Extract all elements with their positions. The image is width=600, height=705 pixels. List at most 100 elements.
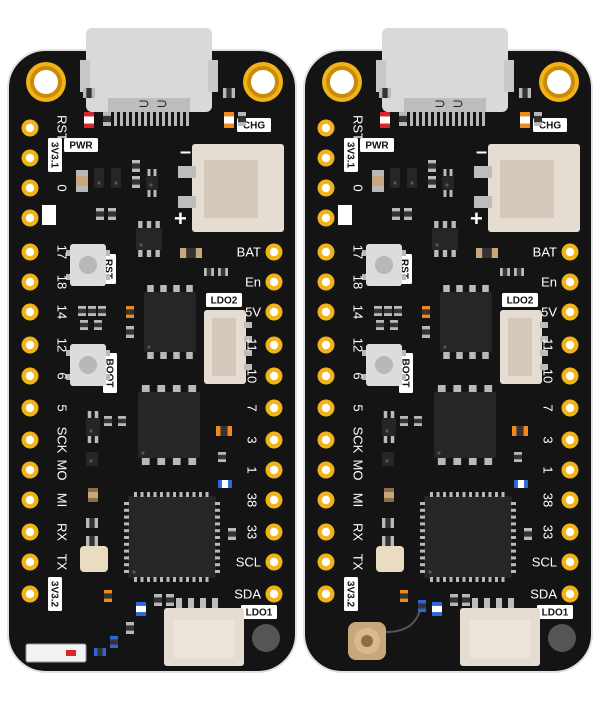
smd-cap (104, 423, 112, 426)
smd-body (376, 320, 384, 330)
smd-cap (390, 536, 394, 546)
usb-tab (504, 60, 514, 92)
smd-cap (428, 176, 436, 180)
smd-body (86, 536, 98, 546)
pad-hole (321, 123, 331, 133)
smd-cap (534, 112, 542, 116)
right-header-pad (561, 367, 579, 385)
resistor (514, 452, 522, 462)
ic-body (94, 168, 104, 188)
tag-3v3-2: 3V3.2 (344, 577, 358, 611)
ic-dot (89, 429, 93, 433)
ic-pin (94, 411, 99, 419)
mcu-pin (173, 577, 176, 582)
right-header-pad (265, 491, 283, 509)
right-header-pad (265, 367, 283, 385)
capacitor (76, 170, 88, 192)
mcu-pin (173, 492, 176, 497)
conn-pin (540, 336, 548, 342)
jst-pin (474, 166, 492, 178)
ic-pin (172, 457, 181, 465)
smd-body (86, 518, 98, 528)
tag-text: 3V3.1 (344, 142, 355, 169)
ic-dot (114, 181, 118, 185)
diode (390, 168, 400, 188)
resistor (450, 594, 458, 606)
conn-pin (496, 598, 502, 608)
pad-hole (269, 371, 279, 381)
usb-pin (186, 112, 189, 126)
right-pin-label: 11 (541, 338, 556, 352)
smd-body (94, 648, 106, 656)
smd-cap (384, 306, 392, 309)
left-header-pad (21, 179, 39, 197)
mcu-pin (449, 577, 453, 582)
smd-body (84, 112, 94, 128)
pad-hole (565, 435, 575, 445)
resistor (83, 88, 95, 98)
ic-dot (147, 345, 151, 349)
crystal (80, 546, 108, 572)
resistor (400, 590, 408, 602)
mcu-pin (215, 536, 220, 539)
ic-dot (139, 243, 143, 247)
resistor (524, 528, 532, 540)
ldo2-chip (440, 285, 492, 359)
ic-pin (437, 385, 446, 393)
pad-hole (321, 589, 331, 599)
smd-body (400, 416, 408, 426)
mcu-pin (501, 492, 505, 497)
smd-body (399, 112, 407, 126)
led-pwr (380, 112, 390, 128)
mcu-pin (511, 570, 516, 573)
antenna-body (25, 643, 87, 663)
smd-body (78, 306, 86, 316)
smd-cap (384, 498, 394, 502)
right-pin-label: SCL (236, 555, 261, 570)
pad-hole (321, 557, 331, 567)
ic-dot (89, 459, 93, 463)
ic-body (434, 392, 496, 458)
smd-cap (218, 452, 226, 455)
smd-cap (519, 88, 523, 98)
right-pin-label: 33 (541, 525, 556, 539)
smd-body (422, 306, 430, 318)
smd-cap (126, 314, 134, 318)
smd-cap (96, 216, 104, 220)
ic-pin (157, 457, 166, 465)
smd-body (132, 176, 140, 188)
smd-cap (414, 423, 422, 426)
resistor (94, 320, 102, 330)
smd-cap (103, 122, 111, 126)
tag-ldo2: LDO2 (502, 293, 538, 307)
usb-pin (476, 112, 479, 126)
smd-cap (450, 602, 458, 606)
tag-3v3-1: 3V3.1 (48, 138, 62, 172)
smd-body (88, 306, 96, 316)
mcu-pin (495, 492, 498, 497)
tag-text: LDO1 (542, 608, 569, 619)
btn-leg (66, 250, 70, 256)
pad-hole (321, 403, 331, 413)
conn-pin (200, 598, 206, 608)
pad-hole (321, 277, 331, 287)
smd-body (514, 268, 524, 276)
mcu-pin (420, 542, 425, 546)
capacitor-tan (88, 488, 98, 502)
btn-leg (362, 374, 366, 380)
reset-button (66, 244, 110, 286)
smd-cap (514, 459, 522, 462)
resistor-large (180, 248, 202, 258)
left-header-pad (21, 461, 39, 479)
ic-pin (141, 385, 150, 393)
ic-body (86, 452, 98, 466)
mcu-pin (186, 492, 189, 497)
reset-button (362, 244, 406, 286)
left-pin-label: MI (351, 493, 366, 507)
left-pin-label: SCK (351, 427, 366, 454)
conn-pin (508, 598, 514, 608)
smd-cap (180, 248, 187, 258)
ic-pin (160, 351, 167, 359)
pad-hole (25, 465, 35, 475)
